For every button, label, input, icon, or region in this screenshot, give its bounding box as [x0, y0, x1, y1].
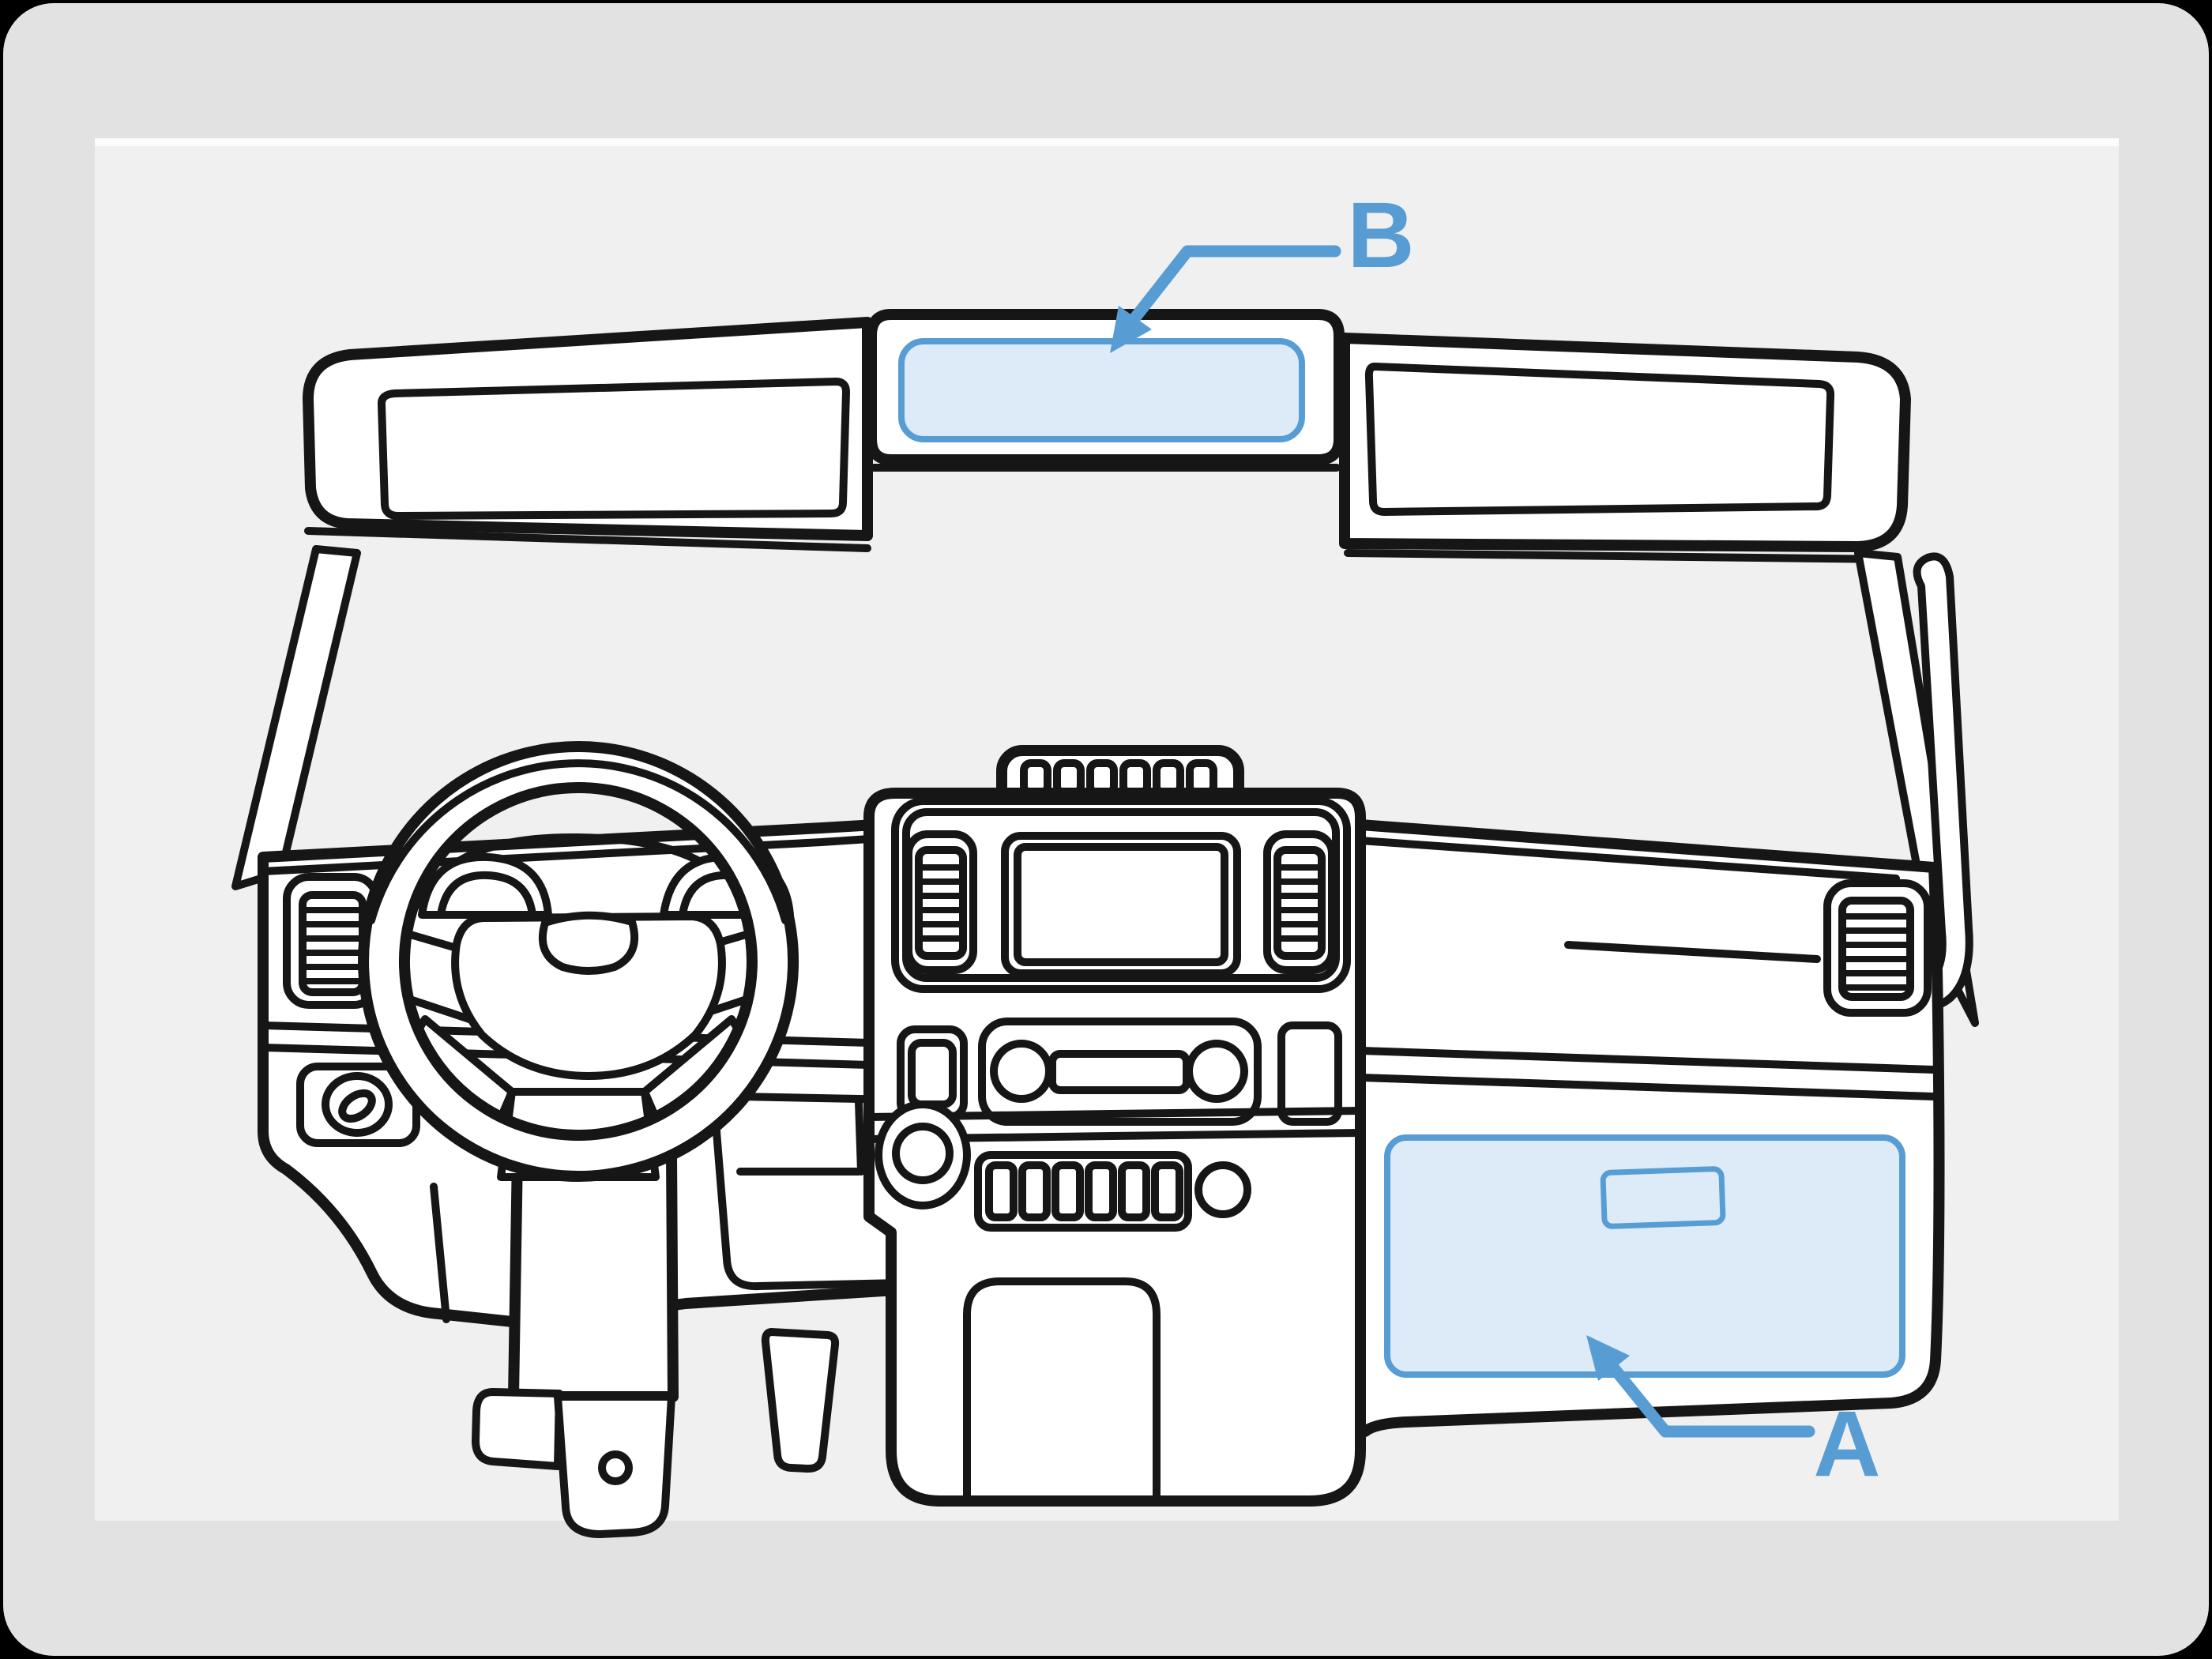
pod-button: [1053, 759, 1085, 797]
side-vent-right: [1823, 879, 1932, 1017]
row-button: [985, 1161, 1018, 1221]
overhead-console: [303, 309, 1911, 563]
column-stalk: [472, 1388, 563, 1470]
dashboard-illustration: B A: [231, 183, 1979, 1538]
wheel-rim: [358, 741, 799, 1182]
gauge-left-inner: [437, 871, 536, 919]
display-screen: [1001, 832, 1241, 977]
rim-top-detail: [367, 759, 789, 924]
center-vent-left-slats: [918, 864, 964, 942]
radio-faceplate: [978, 1018, 1262, 1126]
dash-crease-right: [1564, 941, 1821, 963]
glove-box-highlight-a: [1384, 1134, 1905, 1378]
pod-button: [1020, 759, 1051, 797]
screen: [1014, 843, 1228, 966]
side-vent-left-slats: [302, 907, 363, 984]
headlight-switch: [296, 1063, 420, 1147]
side-vent-right-slats: [1842, 913, 1910, 991]
callout-b: B: [1110, 183, 1415, 353]
dash-seam-right: [1356, 1047, 1938, 1100]
gauge-left: [418, 852, 552, 919]
center-vent-left-grille: [915, 846, 967, 960]
windshield-pillars: [231, 545, 1979, 1027]
lower-dash-pocket: [711, 1093, 905, 1291]
radio-knob-left: [990, 1040, 1053, 1103]
rotary-knob: [892, 1123, 954, 1184]
horn-emblem: [538, 911, 639, 975]
row-button: [1085, 1161, 1117, 1221]
callout-b-label: B: [1347, 183, 1414, 288]
callout-a-arrowhead: [1586, 1335, 1630, 1381]
lower-console-tray: [963, 1277, 1161, 1502]
pod-button: [1186, 759, 1217, 797]
overhead-pocket-right: [1364, 363, 1835, 516]
center-vent-right-grille: [1273, 846, 1326, 960]
overhead-pocket-left: [377, 378, 850, 520]
pod-button: [1119, 759, 1151, 797]
pod-button: [1153, 759, 1184, 797]
steering-column: [472, 1148, 840, 1538]
panel-top-highlight: [95, 138, 2119, 146]
radio-knob-right: [1185, 1040, 1248, 1103]
center-vent-left: [905, 830, 977, 974]
glove-box-handle: [1600, 1166, 1726, 1229]
headlight-switch-knob: [322, 1072, 393, 1137]
pod-button: [1086, 759, 1118, 797]
windshield-top-edge: [304, 464, 1898, 563]
callout-a-leader: [1608, 1362, 1815, 1438]
center-stack: [863, 745, 1366, 1507]
column-base: [554, 1393, 675, 1538]
row-button: [1018, 1161, 1051, 1221]
callout-a: A: [1586, 1335, 1881, 1496]
column-shroud: [508, 1148, 679, 1402]
button-row: [985, 1161, 1183, 1221]
overhead-shelf-highlight-b: [898, 338, 1305, 442]
gear-lever: [761, 1328, 840, 1473]
steering-wheel: [358, 741, 799, 1182]
radio: [978, 1018, 1262, 1126]
glove-box: [1384, 1134, 1905, 1378]
radio-slot: [1048, 1050, 1191, 1094]
climate-controls: [875, 1100, 1251, 1232]
callout-b-leader: [1129, 245, 1341, 324]
knee-panel-seam: [430, 1183, 450, 1323]
center-vent-right-slats: [1277, 864, 1322, 942]
callout-b-arrowhead: [1110, 306, 1152, 353]
airbag-pad: [451, 912, 726, 1080]
kick-panel-pocket: [736, 1098, 865, 1176]
headlight-switch-marker: [338, 1089, 376, 1123]
center-vent-right: [1263, 830, 1336, 974]
row-button: [1051, 1161, 1084, 1221]
small-tray-right: [1277, 1021, 1342, 1126]
screen-bezel: [1001, 832, 1241, 977]
pod-buttons: [1020, 759, 1217, 797]
round-button-right: [1194, 1161, 1251, 1218]
row-button: [1151, 1161, 1183, 1221]
callout-a-label: A: [1813, 1392, 1880, 1496]
row-button: [1118, 1161, 1150, 1221]
ignition-detail: [598, 1450, 633, 1485]
